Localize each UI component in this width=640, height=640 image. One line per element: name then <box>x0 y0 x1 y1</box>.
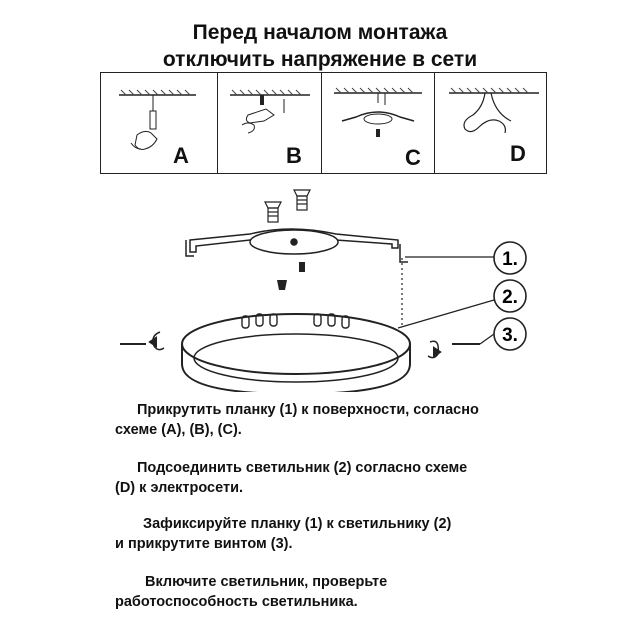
instruction-4-line-1: Включите светильник, проверьте <box>145 574 388 590</box>
drill-ceiling-illustration <box>119 89 196 150</box>
callout-label-3: 3. <box>502 325 518 346</box>
side-screw-right-icon <box>427 340 480 359</box>
mounting-plate-illustration <box>334 87 422 137</box>
callout-3 <box>493 317 527 351</box>
instruction-3-line-2: и прикрутите винтом (3). <box>115 536 293 552</box>
callout-label-1: 1. <box>502 249 518 270</box>
instruction-2: Подсоединить светильник (2) согласно схе… <box>115 458 467 498</box>
callout-1 <box>493 241 527 275</box>
step-letter-a: A <box>173 143 189 168</box>
step-panels: A B <box>100 72 547 174</box>
assembly-diagram: 1. 2. 3. <box>120 189 527 392</box>
step-letter-b: B <box>286 143 302 168</box>
top-screws-icon <box>264 189 311 223</box>
wiring-illustration <box>449 87 539 134</box>
instruction-1-line-2: схеме (А), (В), (С). <box>115 422 242 438</box>
instruction-1: Прикрутить планку (1) к поверхности, сог… <box>115 400 479 440</box>
instruction-4-line-2: работоспособность светильника. <box>115 594 358 610</box>
luminaire-body <box>181 313 411 392</box>
title-line-1: Перед началом монтажа <box>192 21 448 44</box>
step-panel-a: A <box>101 73 218 173</box>
mounting-bar <box>185 228 408 263</box>
step-panel-b: B <box>218 73 322 173</box>
instruction-3: Зафиксируйте планку (1) к светильнику (2… <box>115 514 451 554</box>
instruction-2-line-2: (D) к электросети. <box>115 480 244 496</box>
step-panel-d: D <box>435 73 548 173</box>
luminaire-slots <box>241 313 350 329</box>
step-letter-d: D <box>510 141 526 166</box>
side-screw-left-icon <box>120 331 165 351</box>
title-line-2: отключить напряжение в сети <box>162 48 478 71</box>
instruction-4: Включите светильник, проверьте работоспо… <box>115 572 387 612</box>
callout-label-2: 2. <box>502 287 518 308</box>
instruction-2-line-1: Подсоединить светильник (2) согласно схе… <box>137 460 468 476</box>
center-bolt-icon <box>277 262 305 290</box>
instruction-1-line-1: Прикрутить планку (1) к поверхности, сог… <box>137 402 479 418</box>
dowel-insert-illustration <box>230 89 310 134</box>
instruction-3-line-1: Зафиксируйте планку (1) к светильнику (2… <box>143 516 452 532</box>
step-panel-c: C <box>322 73 435 173</box>
callout-2 <box>493 279 527 313</box>
step-letter-c: C <box>405 145 421 170</box>
